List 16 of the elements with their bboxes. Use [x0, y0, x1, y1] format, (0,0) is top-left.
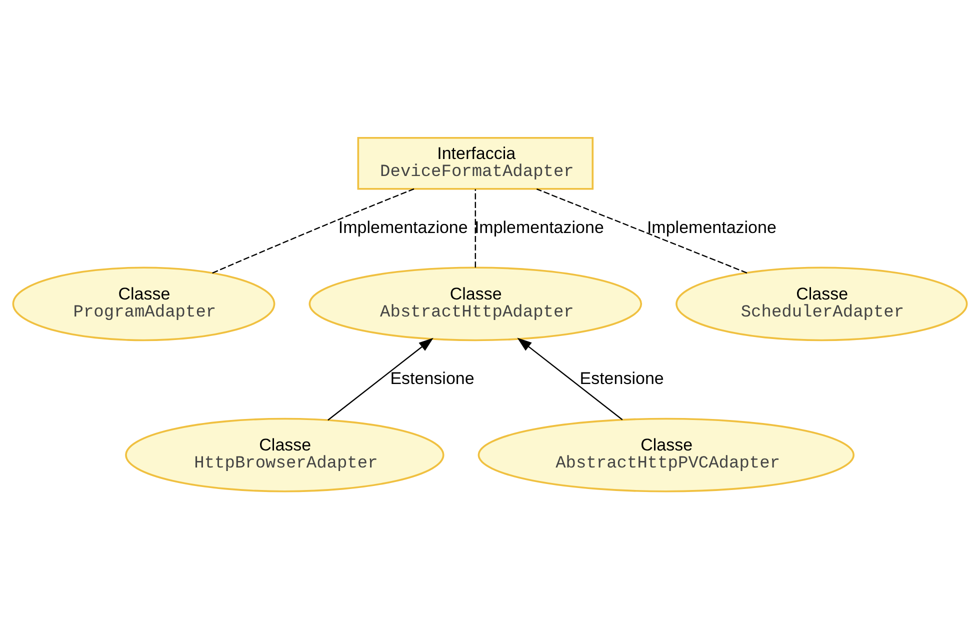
node-ellipse: Classe SchedulerAdapter [676, 266, 968, 342]
node-ellipse: Classe HttpBrowserAdapter [125, 418, 444, 492]
connector [536, 188, 748, 274]
connector [474, 189, 476, 268]
connector [212, 188, 414, 274]
edge-label: Implementazione [338, 218, 468, 237]
node-box: Interfaccia DeviceFormatAdapter [357, 136, 594, 190]
arrow [517, 338, 623, 420]
edge-label: Implementazione [646, 218, 776, 237]
node-ellipse: Classe AbstractHttpPVCAdapter [478, 418, 855, 492]
arrow [328, 338, 434, 421]
node-ellipse: Classe ProgramAdapter [12, 266, 276, 342]
edge-label: Estensione [390, 368, 474, 388]
node-ellipse: Classe AbstractHttpAdapter [308, 266, 642, 342]
edge-label: Implementazione [474, 218, 604, 237]
edge-label: Estensione [580, 368, 664, 388]
